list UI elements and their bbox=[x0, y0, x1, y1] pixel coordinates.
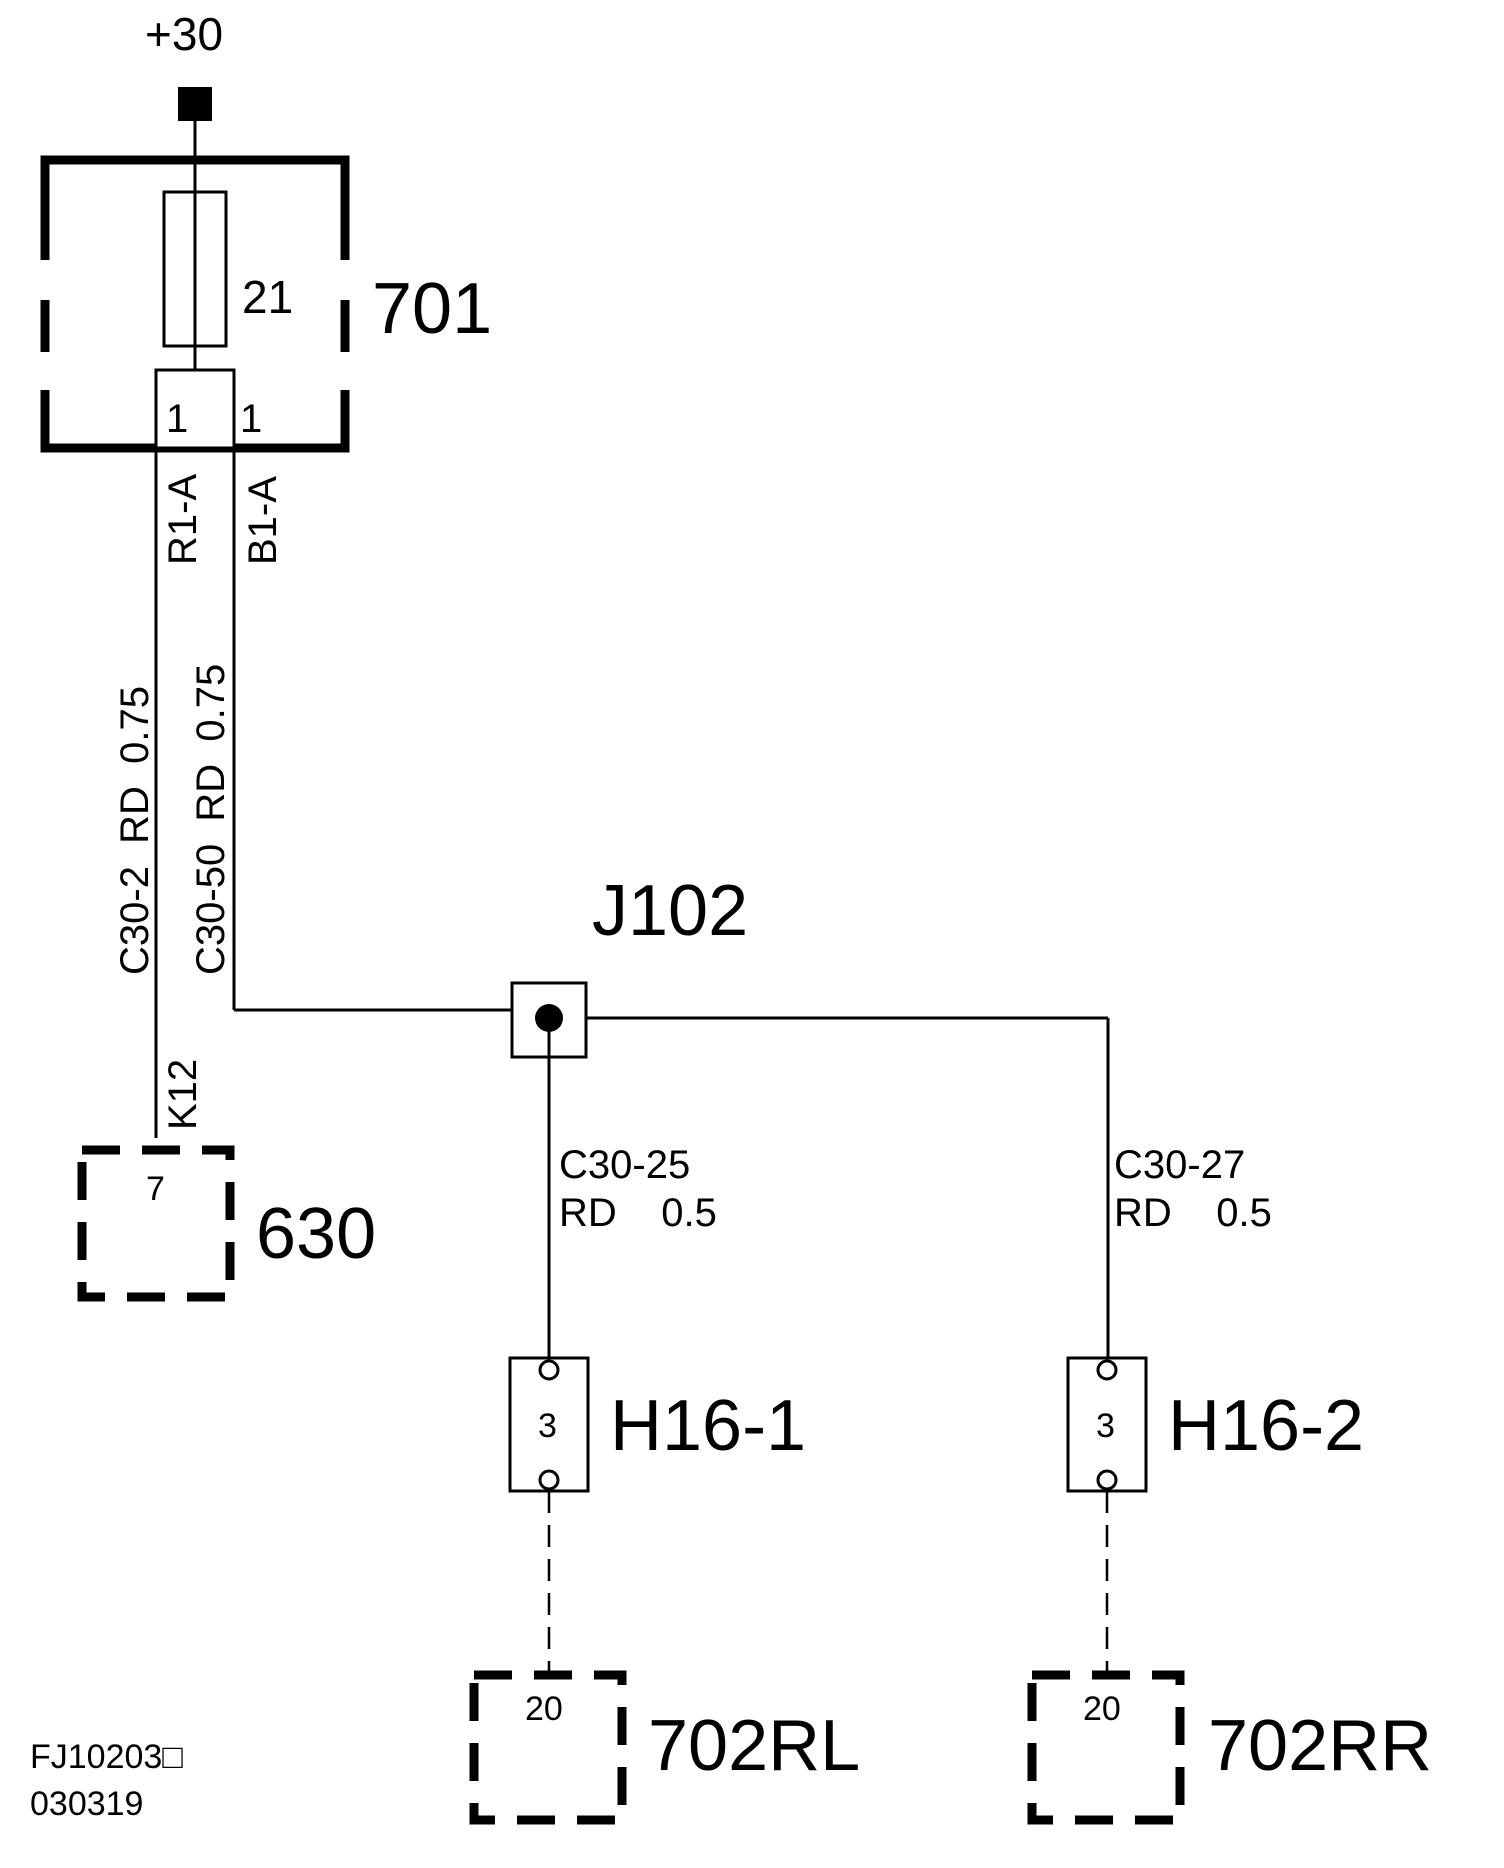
fuse-box-pin-block bbox=[154, 368, 236, 450]
fuse-number: 21 bbox=[242, 271, 293, 323]
connector-h16-1: 3 H16-1 bbox=[508, 1356, 806, 1678]
module-702rl-id: 702RL bbox=[648, 1706, 860, 1786]
fuse-box-pin-left: 1 bbox=[166, 397, 188, 441]
module-702rr-pin: 20 bbox=[1083, 1690, 1121, 1728]
branch-right-spec: RD 0.5 bbox=[1114, 1191, 1272, 1235]
connector-h16-2-pin: 3 bbox=[1096, 1407, 1115, 1445]
footer: FJ10203□ 030319 bbox=[30, 1738, 183, 1823]
wire-left-end-code: K12 bbox=[161, 1059, 205, 1130]
fuse-box-701: 21 1 1 701 bbox=[40, 155, 492, 453]
wire-right: B1-A C30-50 RD 0.75 bbox=[189, 448, 512, 1012]
branch-left-spec: RD 0.5 bbox=[559, 1191, 717, 1235]
splice-id: J102 bbox=[592, 871, 748, 951]
branch-right-id: C30-27 bbox=[1114, 1143, 1245, 1187]
module-630: 7 630 bbox=[77, 1145, 376, 1302]
splice-j102: J102 bbox=[510, 871, 1108, 1059]
module-630-id: 630 bbox=[256, 1194, 376, 1274]
wire-right-code: B1-A bbox=[241, 476, 285, 565]
module-702rl: 20 702RL bbox=[469, 1670, 860, 1825]
fuse-box-pin-right: 1 bbox=[240, 397, 262, 441]
module-702rr: 20 702RR bbox=[1027, 1670, 1432, 1825]
branch-right: C30-27 RD 0.5 bbox=[1106, 1018, 1272, 1358]
supply-terminal: +30 bbox=[145, 8, 223, 192]
drawing-reference: FJ10203□ bbox=[30, 1738, 183, 1776]
connector-h16-2: 3 H16-2 bbox=[1066, 1356, 1364, 1678]
connector-h16-1-pin: 3 bbox=[538, 1407, 557, 1445]
date-code: 030319 bbox=[30, 1785, 143, 1823]
supply-terminal-marker bbox=[178, 87, 212, 121]
wire-left-desc: C30-2 RD 0.75 bbox=[113, 686, 157, 975]
branch-left-id: C30-25 bbox=[559, 1143, 690, 1187]
branch-left: C30-25 RD 0.5 bbox=[547, 1018, 717, 1358]
wire-left: R1-A C30-2 RD 0.75 K12 bbox=[113, 448, 205, 1138]
module-702rl-pin: 20 bbox=[525, 1690, 563, 1728]
wire-left-code: R1-A bbox=[161, 474, 205, 565]
module-630-pin: 7 bbox=[146, 1170, 165, 1208]
module-702rr-id: 702RR bbox=[1208, 1706, 1432, 1786]
wire-right-desc: C30-50 RD 0.75 bbox=[189, 664, 233, 975]
connector-h16-1-id: H16-1 bbox=[610, 1386, 806, 1466]
connector-h16-2-id: H16-2 bbox=[1168, 1386, 1364, 1466]
fuse-box-id: 701 bbox=[372, 269, 492, 349]
supply-label: +30 bbox=[145, 8, 223, 60]
